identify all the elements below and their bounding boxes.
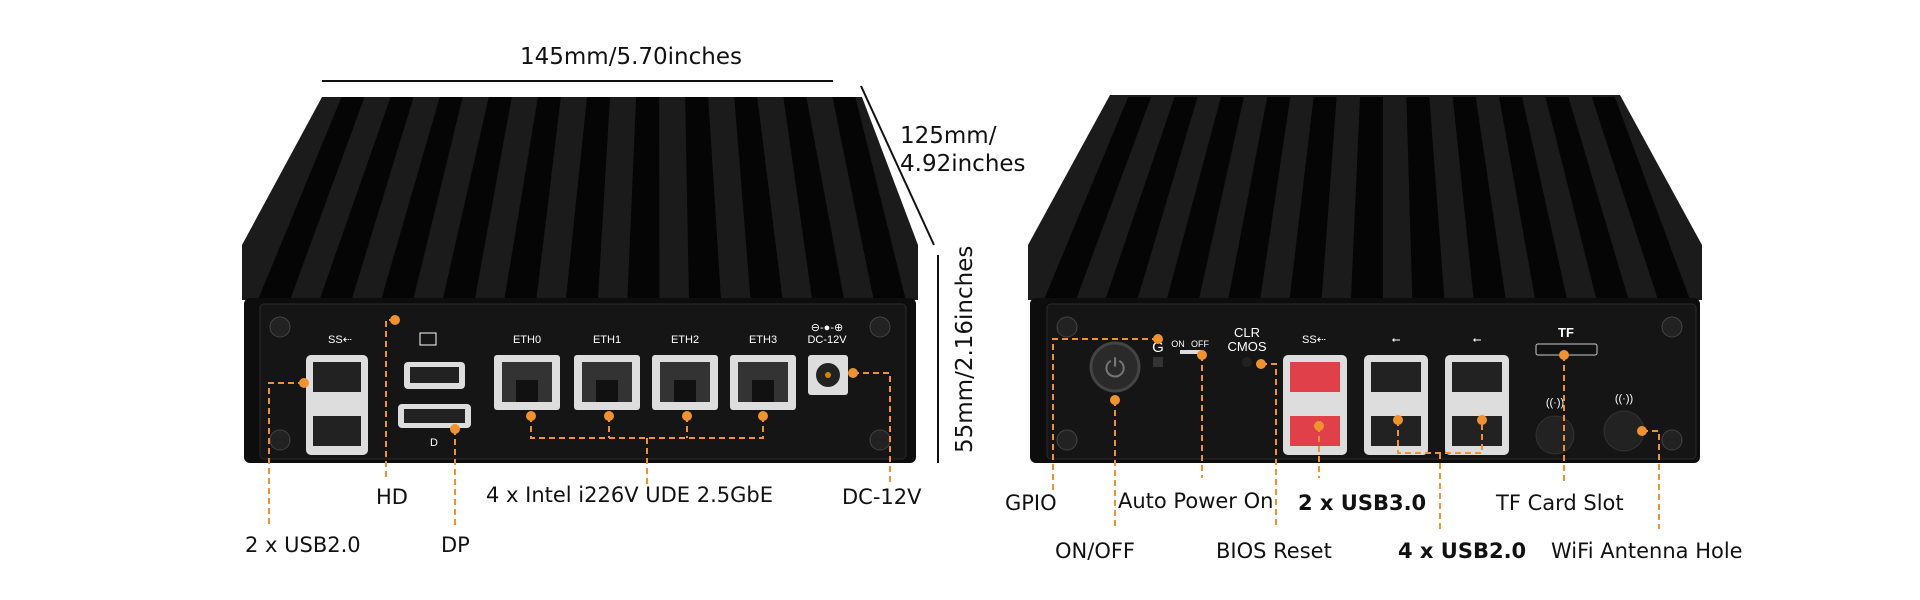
svg-text:D: D [430,437,438,449]
usb2-port-pair-b: ⭠ [1445,334,1509,455]
fin-gap [1228,97,1291,298]
callout-dot [1314,421,1324,431]
dc-panel-label: DC-12V [807,334,847,346]
clr-label: CLR [1234,325,1260,340]
label-bios-reset: BIOS Reset [1216,539,1332,563]
auto-power-switch[interactable] [1180,350,1202,354]
usb-icon: ⭠ [1473,334,1482,346]
eth-panel-label: ETH0 [513,334,541,346]
fin-gap [381,97,463,298]
fin-gap [1499,97,1567,298]
switch-on-label: ON [1171,339,1185,349]
gpio-panel-label: G [1152,339,1164,356]
label-auto-power-on: Auto Power On [1118,489,1274,513]
fin-gap [443,97,512,298]
label-hd: HD [376,485,408,509]
callout-dot [1110,395,1120,405]
usb-icon: ⭠ [1392,334,1401,346]
eth-panel-label: ETH1 [593,334,621,346]
callout-dot [1559,350,1569,360]
heatsink-fins [1044,97,1690,298]
power-button[interactable]: ⏻ [1089,341,1141,393]
callout-dot [526,411,536,421]
power-icon: ⏻ [1105,353,1126,383]
depth-dimension-line [860,85,935,246]
fin-gap [566,97,610,298]
heatsink-fins [258,97,906,298]
width-dimension: 145mm/5.70inches [520,44,742,70]
label-usb2: 2 x USB2.0 [245,533,361,557]
callout-dot [758,411,768,421]
callout-dot [1477,415,1487,425]
depth-dimension-line1: 125mm/ [900,123,997,149]
wifi-icon: ((·)) [1615,393,1633,405]
rear-device: ⏻ G ON OFF CLR CMOS SS⇠ ⭠ ⭠ TF ((·)) ((·… [1028,95,1702,463]
eth-panel-label: ETH2 [671,334,699,346]
fin-gap [832,97,906,298]
wifi-icon: ((·)) [1546,397,1564,409]
fin-gap [504,97,561,298]
fin-gap [1167,97,1244,298]
fin-gap [783,97,844,298]
label-onoff: ON/OFF [1055,539,1136,563]
clr-cmos-hole[interactable] [1242,357,1252,367]
usb3-port-pair: SS⇠ [1283,334,1347,455]
wifi-antenna-hole-1 [1535,415,1575,455]
gpio-header [1153,357,1163,367]
switch-off-label: OFF [1191,339,1209,349]
callout-dot [848,368,858,378]
callout-dot [1637,426,1647,436]
superspeed-usb-icon: SS⇠ [328,334,352,346]
label-dc: DC-12V [842,485,922,509]
callout-dot [1256,359,1266,369]
callout-dot [682,411,692,421]
superspeed-usb-icon: SS⇠ [1302,334,1326,346]
front-device: SS⇠ D ETH0 ETH1 ETH2 ETH3 DC-12V ⊖-●-⊕ [242,97,918,463]
fin-gap [1105,97,1198,298]
fin-gap [1591,97,1690,298]
callout-dot [299,378,309,388]
fin-gap [1351,97,1383,298]
label-gpio: GPIO [1005,491,1057,515]
usb2-port-pair-a: ⭠ [1364,334,1428,455]
callout-dot [1197,350,1207,360]
label-wifi-antenna: WiFi Antenna Hole [1551,539,1743,563]
fin-gap [258,97,365,298]
dc-polarity-icon: ⊖-●-⊕ [811,322,843,334]
fin-gap [320,97,414,298]
fin-gap [1545,97,1629,298]
cmos-label: CMOS [1228,339,1267,354]
fin-gap [734,97,783,298]
callout-dot [390,315,400,325]
hdmi-port [404,332,465,389]
label-usb2-rear: 4 x USB2.0 [1398,539,1527,563]
callout-dots [299,315,1647,436]
height-dimension: 55mm/2.16inches [952,245,978,453]
label-tf-card-slot: TF Card Slot [1496,491,1624,515]
callout-dot [604,411,614,421]
dc-jack: DC-12V ⊖-●-⊕ [807,322,848,395]
ethernet-ports: ETH0 ETH1 ETH2 ETH3 [494,334,796,410]
fin-gap [1406,97,1445,298]
label-usb3: 2 x USB3.0 [1298,491,1427,515]
fin-gap [1452,97,1506,298]
eth-panel-label: ETH3 [749,334,777,346]
label-dp: DP [441,533,470,557]
depth-dimension-line2: 4.92inches [900,151,1026,177]
displayport-port: D [398,404,471,449]
callout-dot [1393,415,1403,425]
fin-gap [627,97,660,298]
callout-dot [450,424,460,434]
tf-panel-label: TF [1558,325,1574,340]
label-lan: 4 x Intel i226V UDE 2.5GbE [486,483,774,507]
fin-gap [685,97,721,298]
callout-dot [1153,334,1163,344]
fin-gap [1044,97,1152,298]
usb2-port-pair: SS⇠ [306,334,368,455]
fin-gap [1289,97,1337,298]
